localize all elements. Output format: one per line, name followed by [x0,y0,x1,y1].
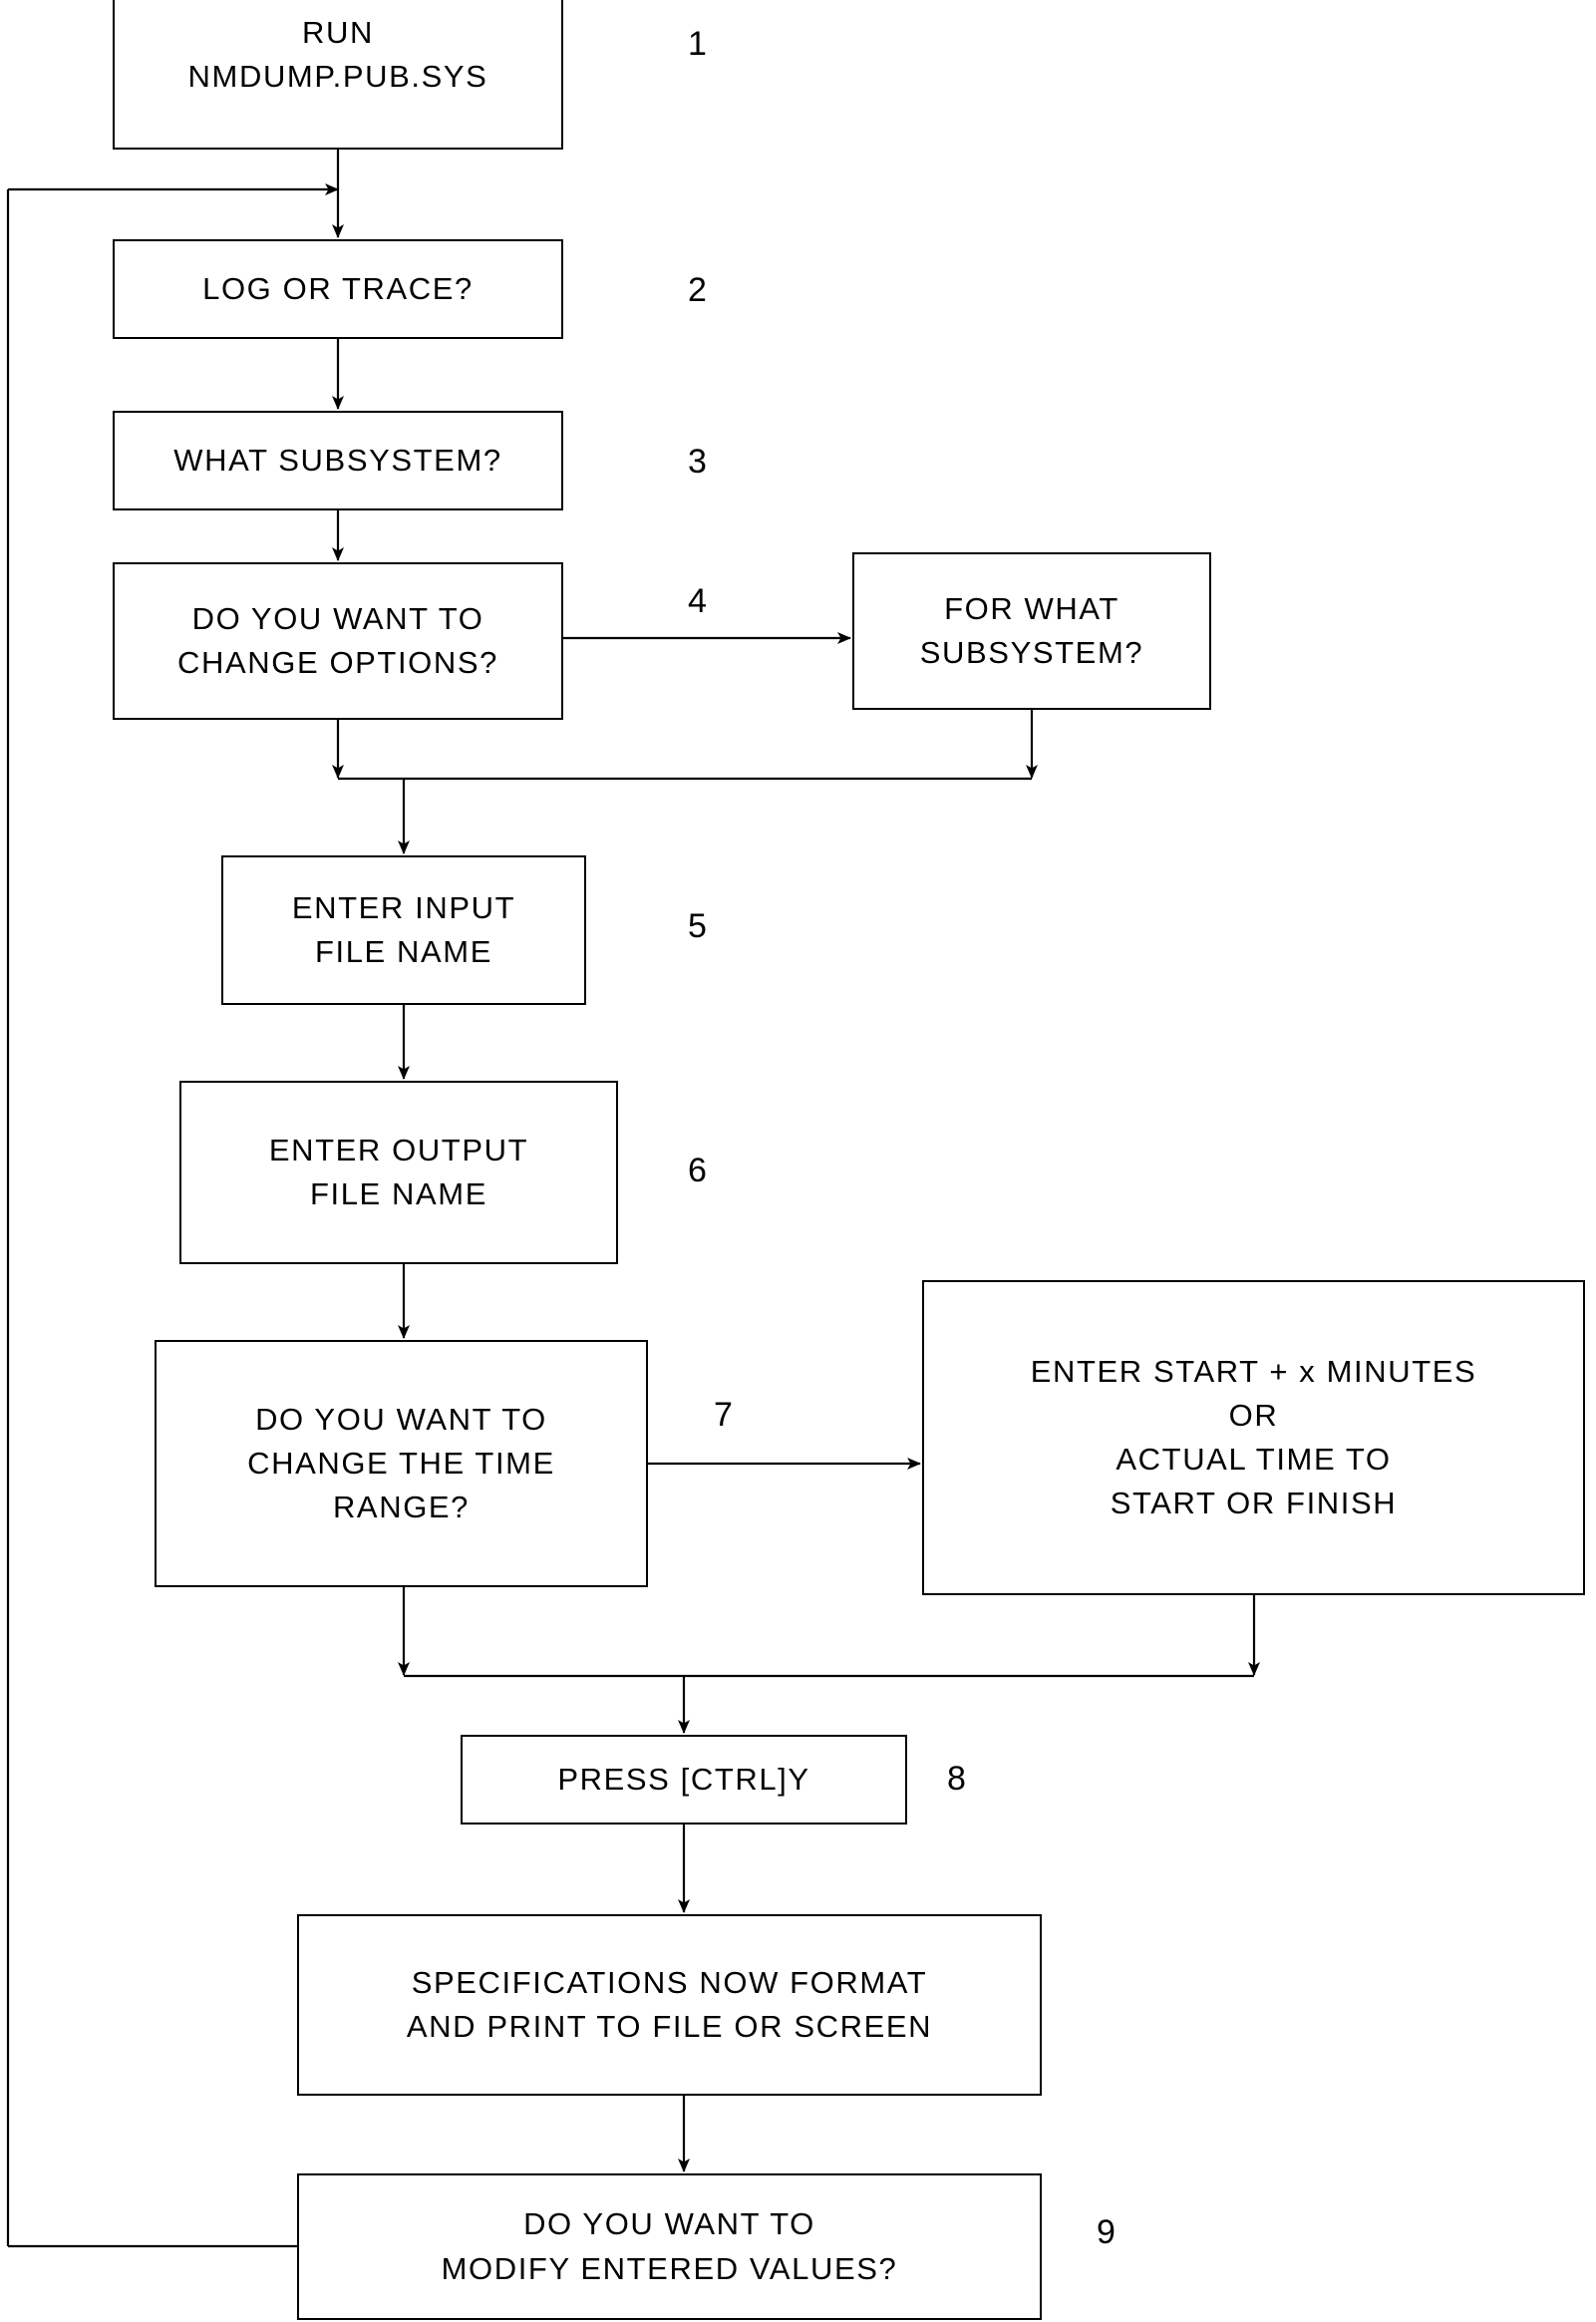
node-label: FOR WHAT SUBSYSTEM? [919,590,1144,670]
node-label: DO YOU WANT TO CHANGE THE TIME RANGE? [247,1401,555,1524]
node-label: DO YOU WANT TO CHANGE OPTIONS? [177,600,498,680]
step-number-1: 1 [688,25,707,63]
step-number-5: 5 [688,907,707,945]
step-number-3: 3 [688,443,707,481]
node-modify-entered-values[interactable]: DO YOU WANT TO MODIFY ENTERED VALUES? [297,2173,1042,2320]
node-label: ENTER OUTPUT FILE NAME [268,1132,529,1211]
node-label: ENTER INPUT FILE NAME [291,889,516,969]
node-for-what-subsystem[interactable]: FOR WHAT SUBSYSTEM? [852,552,1211,710]
node-log-or-trace[interactable]: LOG OR TRACE? [113,239,563,339]
node-run-nmdump[interactable]: RUN NMDUMP.PUB.SYS [113,0,563,150]
node-what-subsystem[interactable]: WHAT SUBSYSTEM? [113,411,563,510]
step-number-2: 2 [688,271,707,309]
step-number-8: 8 [947,1760,966,1798]
node-label: WHAT SUBSYSTEM? [173,442,502,478]
step-number-9: 9 [1097,2213,1116,2251]
node-label: DO YOU WANT TO MODIFY ENTERED VALUES? [441,2206,898,2286]
node-label: RUN NMDUMP.PUB.SYS [187,14,488,94]
node-enter-output-file-name[interactable]: ENTER OUTPUT FILE NAME [179,1081,618,1264]
node-enter-start-time[interactable]: ENTER START + x MINUTES OR ACTUAL TIME T… [922,1280,1585,1595]
node-label: PRESS [CTRL]Y [557,1761,810,1797]
node-press-ctrl-y[interactable]: PRESS [CTRL]Y [461,1735,907,1824]
step-number-6: 6 [688,1152,707,1189]
node-label: ENTER START + x MINUTES OR ACTUAL TIME T… [1030,1353,1477,1521]
step-number-7: 7 [714,1396,733,1434]
step-number-4: 4 [688,582,707,620]
node-change-time-range[interactable]: DO YOU WANT TO CHANGE THE TIME RANGE? [155,1340,648,1587]
node-label: SPECIFICATIONS NOW FORMAT AND PRINT TO F… [406,1964,933,2044]
node-specifications-format-print[interactable]: SPECIFICATIONS NOW FORMAT AND PRINT TO F… [297,1914,1042,2096]
node-change-options[interactable]: DO YOU WANT TO CHANGE OPTIONS? [113,562,563,720]
node-label: LOG OR TRACE? [202,270,474,306]
node-enter-input-file-name[interactable]: ENTER INPUT FILE NAME [221,855,586,1005]
